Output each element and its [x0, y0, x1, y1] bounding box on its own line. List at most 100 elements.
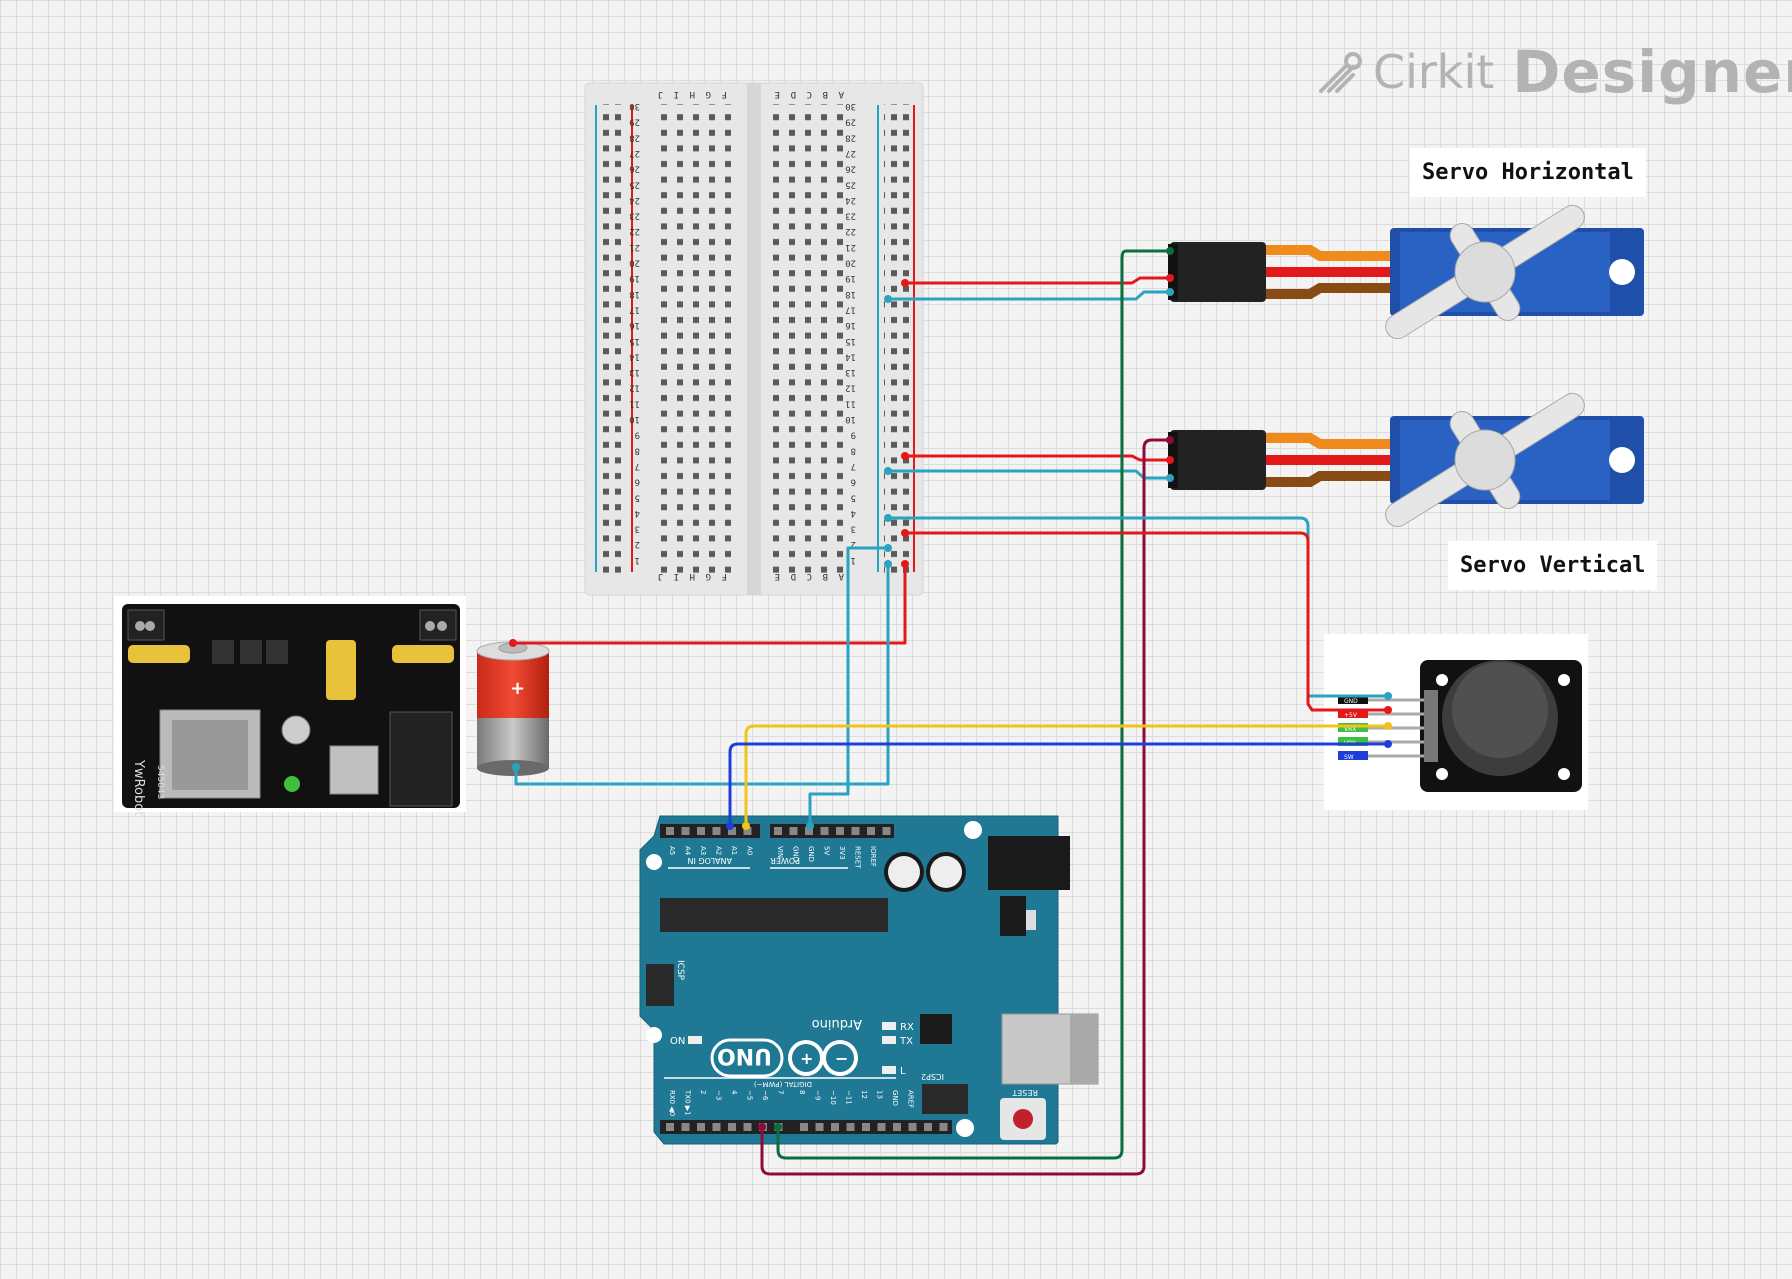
- digital-pin-label: ~9: [814, 1090, 822, 1100]
- wire-endpoint[interactable]: [1166, 474, 1174, 482]
- wire-gnd-arduino[interactable]: [808, 546, 890, 828]
- wire-endpoint[interactable]: [1384, 692, 1392, 700]
- analog-pin-label: A1: [730, 846, 738, 855]
- jumper-right[interactable]: [392, 645, 454, 663]
- analog-pin-label: A2: [715, 846, 723, 855]
- power-switch[interactable]: [329, 745, 379, 795]
- breadboard-row-label: 30: [629, 101, 640, 111]
- wire-servo-v-power[interactable]: [903, 454, 1172, 462]
- wire-endpoint[interactable]: [758, 1123, 766, 1131]
- breadboard-column-label: H: [690, 89, 695, 99]
- breadboard-row-label: 1: [851, 555, 856, 565]
- breadboard-row-label: 3: [635, 524, 640, 534]
- breadboard-row-label: 25: [629, 179, 640, 189]
- wire-endpoint[interactable]: [774, 1123, 782, 1131]
- breadboard-row-label: 20: [629, 258, 640, 268]
- wire-endpoint[interactable]: [806, 822, 814, 830]
- wire-endpoint[interactable]: [884, 544, 892, 552]
- breadboard-row-label: 20: [845, 258, 856, 268]
- joystick-pin[interactable]: [1338, 695, 1368, 704]
- wire-servo-h-power[interactable]: [903, 276, 1172, 285]
- wire-servo-h-gnd[interactable]: [886, 290, 1172, 301]
- wire-endpoint[interactable]: [884, 467, 892, 475]
- breadboard-row-label: 24: [629, 195, 640, 205]
- digital-pin-label: RX0 ◀0: [668, 1090, 676, 1116]
- wire-joystick-vrx[interactable]: [744, 724, 1390, 828]
- jumper-left[interactable]: [128, 645, 190, 663]
- wire-servo-h-signal[interactable]: [776, 249, 1172, 1160]
- power-header[interactable]: [770, 824, 894, 838]
- wire-endpoint[interactable]: [1166, 456, 1174, 464]
- wire-endpoint[interactable]: [512, 763, 520, 771]
- icsp2-header[interactable]: [922, 1084, 968, 1114]
- wire-endpoint[interactable]: [884, 560, 892, 568]
- breadboard-column-label: J: [658, 89, 663, 99]
- breadboard-row-label: 15: [629, 336, 640, 346]
- wire-endpoint[interactable]: [1166, 247, 1174, 255]
- wire-endpoint[interactable]: [884, 295, 892, 303]
- cirkit-designer-brand: Cirkit Designer: [1315, 38, 1792, 106]
- wire-servo-v-gnd[interactable]: [886, 469, 1172, 480]
- on-led: [688, 1036, 702, 1044]
- wire-endpoint[interactable]: [901, 279, 909, 287]
- tx-label: TX: [899, 1036, 913, 1047]
- wire-endpoint[interactable]: [901, 560, 909, 568]
- wire-joystick-gnd[interactable]: [886, 516, 1390, 698]
- joystick-pin[interactable]: [1338, 709, 1368, 718]
- wire-battery-positive[interactable]: [511, 562, 907, 645]
- breadboard-row-label: 19: [845, 273, 856, 283]
- dc-jack[interactable]: [389, 711, 453, 807]
- breadboard-column-label: I: [674, 571, 679, 581]
- joystick-pin[interactable]: [1338, 751, 1368, 760]
- power-pin-label: IOREF: [869, 846, 877, 867]
- wire-endpoint[interactable]: [1166, 288, 1174, 296]
- breadboard-column-label: G: [706, 571, 711, 581]
- wire-joystick-vry[interactable]: [728, 742, 1390, 828]
- breadboard-row-label: 28: [629, 132, 640, 142]
- analog-in-label: ANALOG IN: [688, 856, 733, 865]
- wire-joystick-vcc[interactable]: [903, 531, 1390, 712]
- servo-vertical[interactable]: [1168, 389, 1644, 531]
- wire-endpoint[interactable]: [1166, 274, 1174, 282]
- wire-endpoint[interactable]: [509, 639, 517, 647]
- joystick-pin-label: SW: [1344, 754, 1354, 761]
- voltage-header[interactable]: [326, 640, 356, 700]
- wire-endpoint[interactable]: [901, 529, 909, 537]
- wire-servo-v-signal[interactable]: [760, 438, 1172, 1176]
- breadboard-row-label: 14: [845, 351, 856, 361]
- rx-led: [882, 1022, 896, 1030]
- arduino-dc-jack[interactable]: [988, 836, 1070, 890]
- on-label: ON: [670, 1036, 685, 1047]
- breadboard-row-label: 11: [845, 398, 856, 408]
- breadboard-row-label: 8: [851, 445, 856, 455]
- breadboard-power-module[interactable]: YwRobot 545043: [114, 596, 466, 816]
- breadboard-row-label: 5: [851, 492, 856, 502]
- breadboard-column-label: D: [791, 89, 796, 99]
- breadboard-row-label: 13: [845, 367, 856, 377]
- wire-endpoint[interactable]: [1166, 436, 1174, 444]
- breadboard-column-label: E: [775, 89, 780, 99]
- icsp-header[interactable]: [646, 964, 674, 1006]
- wire-endpoint[interactable]: [1384, 722, 1392, 730]
- breadboard-row-label: 21: [629, 242, 640, 252]
- battery[interactable]: +: [476, 641, 550, 776]
- wire-endpoint[interactable]: [742, 822, 750, 830]
- breadboard-column-label: A: [838, 571, 844, 581]
- joystick-pin[interactable]: [1338, 737, 1368, 746]
- icsp-label: ICSP: [675, 960, 685, 981]
- breadboard-row-label: 27: [629, 148, 640, 158]
- wire-battery-negative[interactable]: [514, 562, 890, 786]
- digital-pin-label: ~6: [761, 1090, 769, 1101]
- breadboard-row-label: 23: [629, 211, 640, 221]
- wire-endpoint[interactable]: [901, 452, 909, 460]
- wire-endpoint[interactable]: [884, 514, 892, 522]
- servo-vertical-label: Servo Vertical: [1448, 541, 1658, 590]
- wire-endpoint[interactable]: [726, 822, 734, 830]
- wire-endpoint[interactable]: [1384, 740, 1392, 748]
- servo-horizontal[interactable]: [1168, 201, 1644, 343]
- breadboard-row-label: 10: [845, 414, 856, 424]
- wire-endpoint[interactable]: [1384, 706, 1392, 714]
